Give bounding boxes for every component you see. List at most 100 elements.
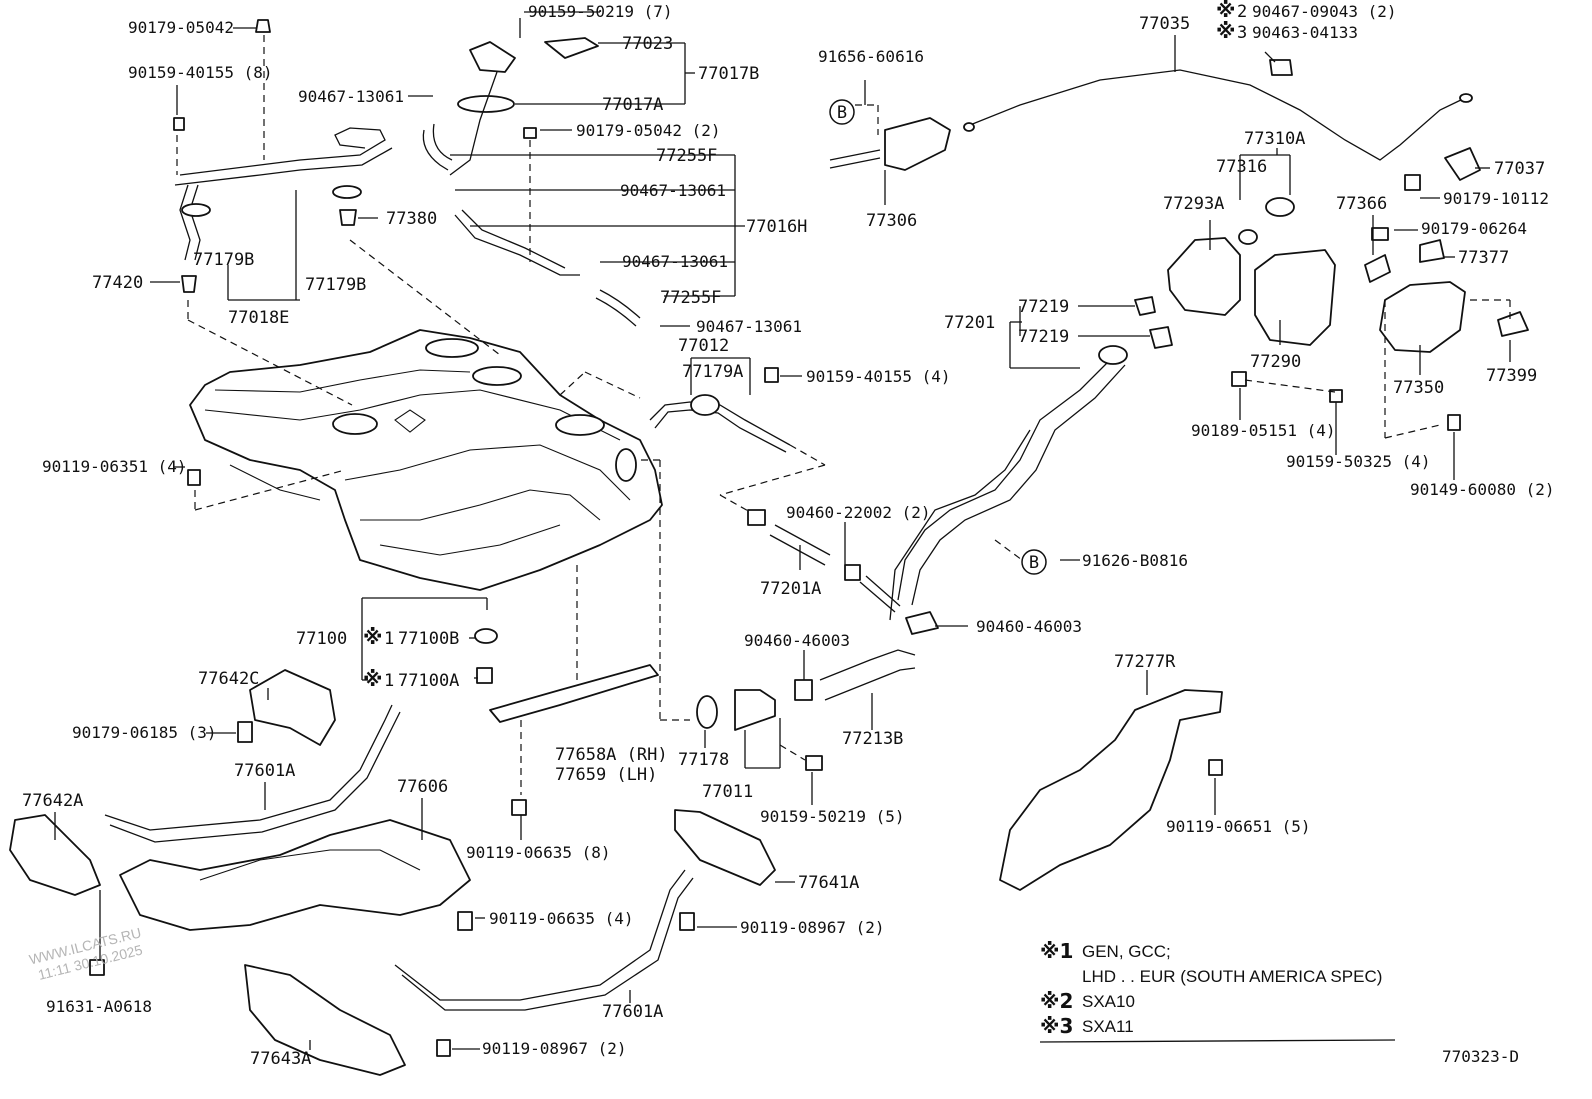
legend-mark: ※3 [1040,1014,1073,1038]
part-label[interactable]: 90460-46003 [976,617,1082,636]
part-label[interactable]: 77601A [602,1002,663,1022]
part-label[interactable]: 77277R [1114,652,1176,672]
part-label[interactable]: 77201A [760,579,821,599]
svg-text:※: ※ [1216,0,1235,22]
part-label[interactable]: 90179-06264 [1421,219,1527,238]
part-label[interactable]: 90159-40155 (4) [806,367,951,386]
part-label[interactable]: 77641A [798,873,859,893]
part-label[interactable]: 77219 [1018,327,1069,347]
part-label[interactable]: 77306 [866,211,917,231]
part-label[interactable]: 77012 [678,336,729,356]
part-label[interactable]: 77255F [660,288,721,308]
part-label[interactable]: 90159-50325 (4) [1286,452,1431,471]
part-label[interactable]: 91631-A0618 [46,997,152,1016]
svg-text:2: 2 [1237,2,1247,22]
part-label[interactable]: 77201 [944,313,995,333]
part-label[interactable]: 90467-13061 [620,181,726,200]
part-label[interactable]: 90179-06185 (3) [72,723,217,742]
part-label[interactable]: 77017B [698,64,759,84]
part-labels: 90179-05042 90159-40155 (8) 90159-50219 … [22,0,1555,1069]
diagram-code: 770323-D [1442,1047,1519,1066]
part-label[interactable]: 90149-60080 (2) [1410,480,1555,499]
part-label[interactable]: 77255F [656,146,717,166]
part-label[interactable]: 77310A [1244,129,1305,149]
part-label[interactable]: 90159-50219 (7) [528,2,673,21]
part-label[interactable]: 77316 [1216,157,1267,177]
part-label[interactable]: 77035 [1139,14,1190,34]
legend-mark: ※2 [1040,989,1073,1013]
part-label[interactable]: 77377 [1458,248,1509,268]
note-mark-3: ※ 3 [1216,19,1247,43]
part-label[interactable]: 90159-40155 (8) [128,63,273,82]
part-label[interactable]: 77017A [602,95,663,115]
part-label[interactable]: 77179B [305,275,366,295]
part-label[interactable]: 77420 [92,273,143,293]
fuel-tank-shape [189,329,663,591]
part-label[interactable]: 90179-10112 [1443,189,1549,208]
part-label[interactable]: 90119-06651 (5) [1166,817,1311,836]
part-label[interactable]: 90460-46003 [744,631,850,650]
part-label[interactable]: 90467-13061 [298,87,404,106]
part-label[interactable]: 91656-60616 [818,47,924,66]
part-label[interactable]: 90460-22002 (2) [786,503,931,522]
part-label[interactable]: 77219 [1018,297,1069,317]
svg-text:1: 1 [384,629,394,649]
lid-cable-shape [963,59,1473,161]
part-label[interactable]: 90189-05151 (4) [1191,421,1336,440]
tank-bands-and-shields-shape [9,469,776,1076]
legend-note: SXA11 [1082,1017,1134,1036]
legend-note: SXA10 [1082,992,1135,1011]
breather-tube-shape [173,19,537,293]
legend: ※1 GEN, GCC; LHD . . EUR (SOUTH AMERICA … [1040,939,1382,1038]
part-label[interactable]: 91626-B0816 [1082,551,1188,570]
part-label[interactable]: 77023 [622,34,673,54]
part-label[interactable]: 90119-06351 (4) [42,457,187,476]
part-label[interactable]: 90463-04133 [1252,23,1358,42]
part-label[interactable]: 90119-08967 (2) [482,1039,627,1058]
part-label[interactable]: 77643A [250,1049,311,1069]
part-label[interactable]: 77178 [678,750,729,770]
part-label[interactable]: 77016H [746,217,807,237]
fuel-cap-and-housing-shape [1134,197,1529,431]
watermark: WWW.ILCATS.RU 11:11 30.10.2025 [27,924,144,983]
part-label[interactable]: 77213B [842,729,903,749]
ref-b-label: B [1029,553,1039,573]
part-label[interactable]: 77011 [702,782,753,802]
part-label[interactable]: 77399 [1486,366,1537,386]
part-label[interactable]: 77642A [22,791,83,811]
part-label[interactable]: 77659 (LH) [555,765,657,785]
part-label[interactable]: 77037 [1494,159,1545,179]
part-label[interactable]: 77606 [397,777,448,797]
part-label[interactable]: 77179A [682,362,743,382]
fuel-tank-protector-shape [999,689,1223,891]
legend-note: LHD . . EUR (SOUTH AMERICA SPEC) [1082,967,1382,986]
part-label[interactable]: 90467-13061 [622,252,728,271]
fuel-lid-opener-shape [829,117,1481,191]
part-label[interactable]: 77601A [234,761,295,781]
svg-text:※: ※ [363,625,382,649]
part-label[interactable]: 77350 [1393,378,1444,398]
part-label[interactable]: 77018E [228,308,289,328]
part-label[interactable]: 90467-09043 (2) [1252,2,1397,21]
part-label[interactable]: 90119-06635 (4) [489,909,634,928]
part-label[interactable]: 77290 [1250,352,1301,372]
part-label[interactable]: 77658A (RH) [555,745,668,765]
part-label[interactable]: 77293A [1163,194,1224,214]
part-label[interactable]: 77100A [398,671,459,691]
part-label[interactable]: 77642C [198,669,259,689]
part-label[interactable]: 77100 [296,629,347,649]
part-label[interactable]: 77179B [193,250,254,270]
part-label[interactable]: 90119-08967 (2) [740,918,885,937]
ref-b-label: B [837,103,847,123]
legend-note: GEN, GCC; [1082,942,1171,961]
part-label[interactable]: 90159-50219 (5) [760,807,905,826]
part-label[interactable]: 90467-13061 [696,317,802,336]
part-label[interactable]: 77366 [1336,194,1387,214]
part-label[interactable]: 90179-05042 [128,18,234,37]
part-label[interactable]: 90179-05042 (2) [576,121,721,140]
part-label[interactable]: 77100B [398,629,459,649]
part-label[interactable]: 90119-06635 (8) [466,843,611,862]
part-label[interactable]: 77380 [386,209,437,229]
